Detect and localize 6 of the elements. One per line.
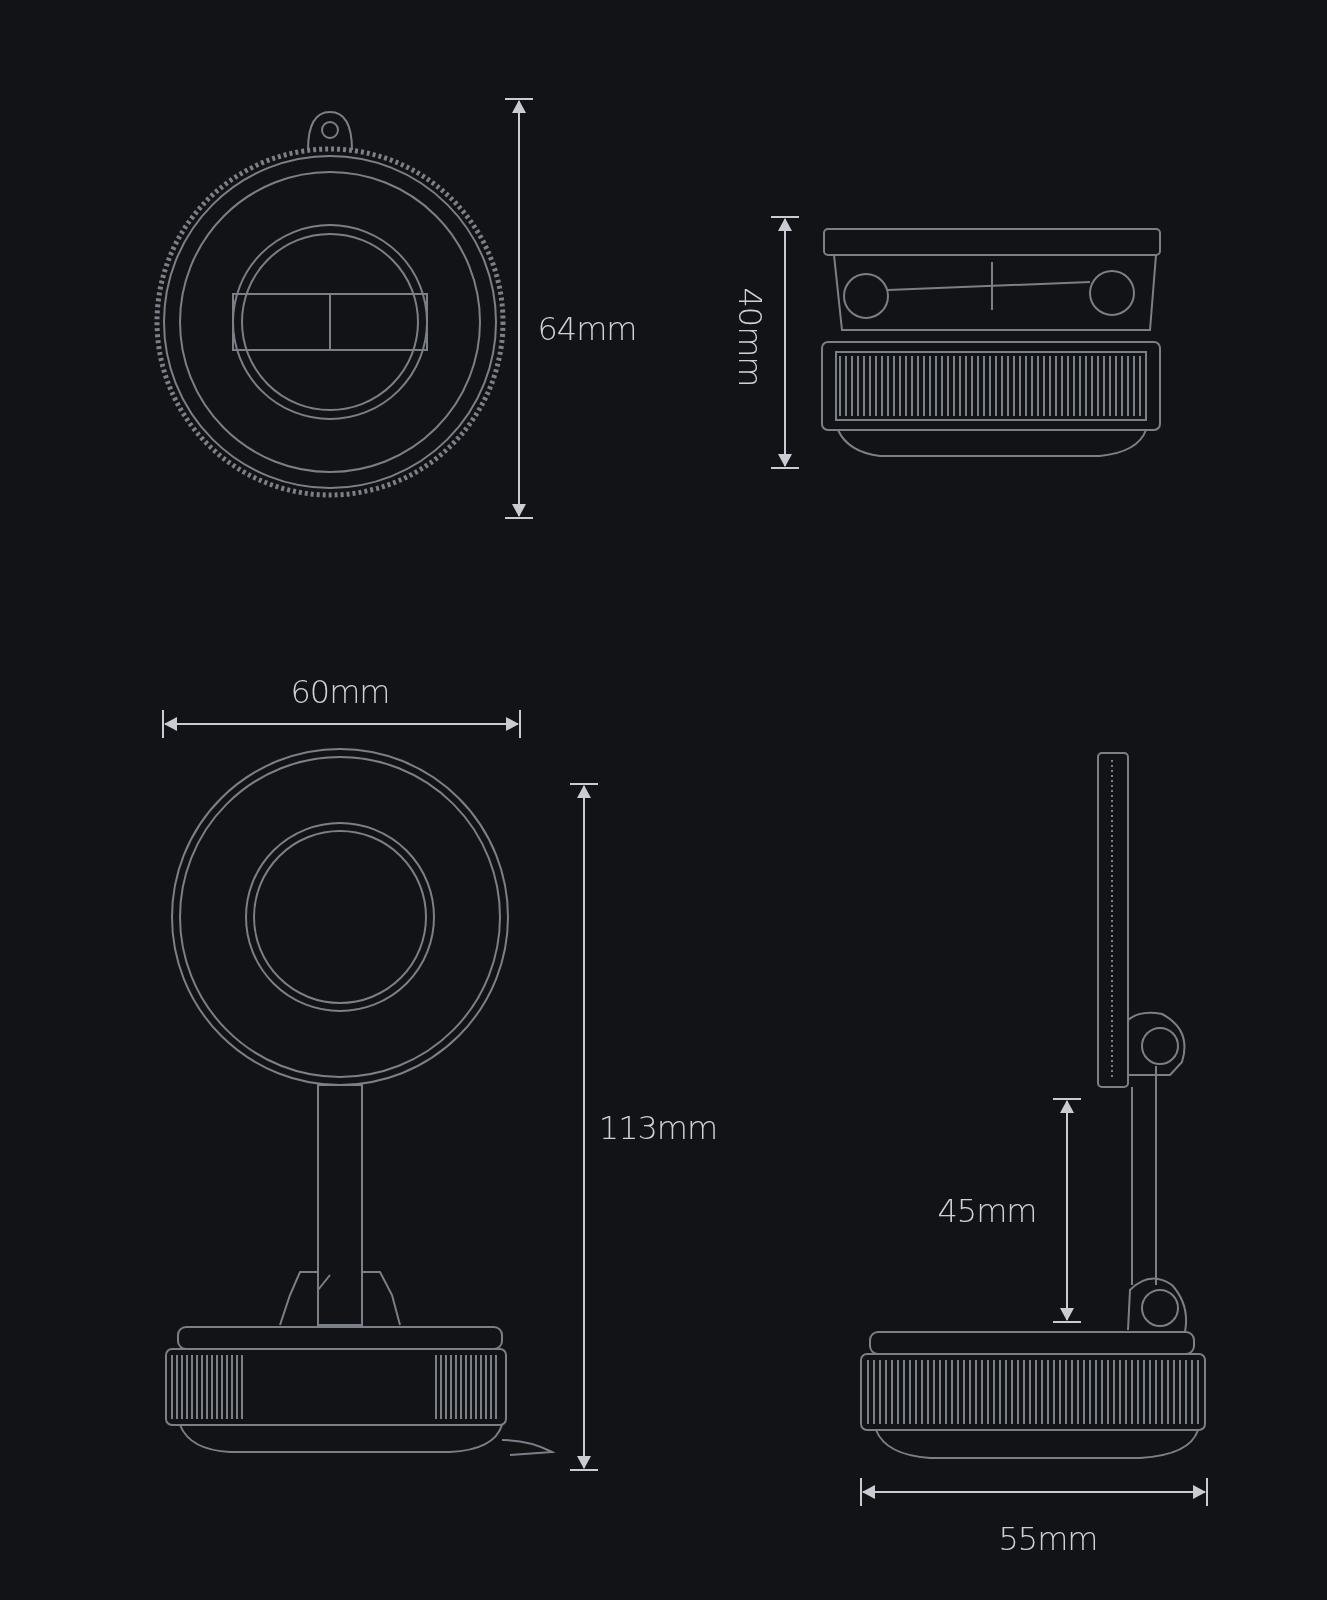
dimension-label: 45mm <box>937 1195 1037 1227</box>
dimension-label: 40mm <box>734 287 766 387</box>
dimension-label: 55mm <box>998 1523 1098 1555</box>
dimension-label: 113mm <box>598 1112 718 1144</box>
dimension-label: 64mm <box>537 313 637 345</box>
dimension-label: 60mm <box>290 676 390 708</box>
